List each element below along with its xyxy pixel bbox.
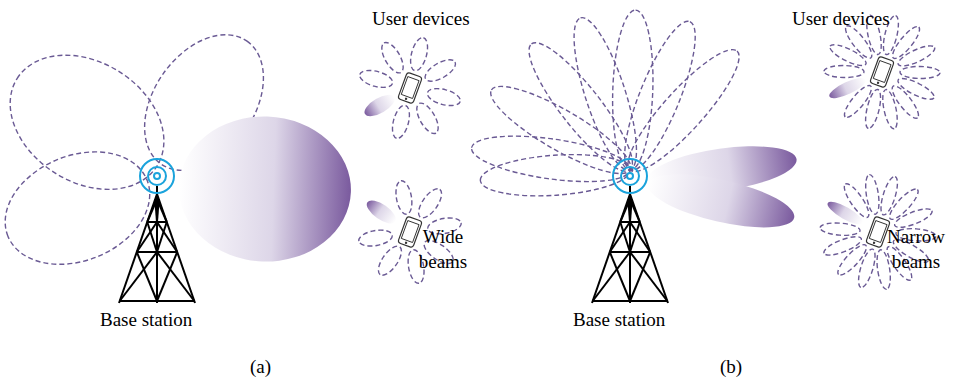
antenna-wave — [613, 159, 647, 193]
text-label: Base station — [573, 307, 665, 332]
tower-strut — [620, 222, 630, 252]
device-side-beam — [422, 56, 459, 86]
device-side-beam — [357, 228, 393, 249]
side-lobe — [562, 12, 649, 177]
device-side-beam — [822, 233, 864, 259]
device-side-beam — [834, 241, 870, 278]
base-station-tower — [119, 186, 195, 303]
phone-icon — [870, 56, 895, 88]
device-side-beam — [407, 36, 430, 73]
text-label: Wide beams — [408, 224, 478, 274]
tower-strut — [630, 222, 640, 252]
tower-strut — [147, 199, 157, 222]
user-device — [358, 36, 462, 140]
tower-strut — [620, 199, 630, 222]
base-station-tower — [592, 186, 668, 303]
device-side-beam — [394, 179, 415, 215]
device-side-beam — [841, 82, 876, 121]
device-side-beam — [878, 175, 901, 217]
antenna-wave — [621, 167, 639, 185]
antenna-wave — [148, 167, 166, 185]
tower-strut — [592, 194, 630, 303]
tower-strut — [630, 252, 650, 301]
tower-strut — [629, 186, 631, 303]
tower-strut — [157, 222, 167, 252]
device-side-beam — [888, 83, 922, 122]
main-beam — [643, 164, 799, 239]
tower-strut — [157, 199, 167, 222]
tower-strut — [120, 252, 157, 301]
phone-icon — [398, 72, 423, 104]
device-side-beam — [820, 222, 861, 237]
device-side-beam — [824, 65, 864, 77]
tower-strut — [137, 222, 157, 252]
device-side-beam — [378, 39, 408, 76]
device-main-beam — [361, 91, 398, 121]
device-side-beam — [900, 66, 940, 78]
tower-strut — [157, 222, 177, 252]
text-label: (a) — [250, 354, 271, 379]
device-side-beam — [863, 88, 884, 130]
device-side-beam — [896, 42, 937, 70]
device-side-beam — [358, 67, 395, 90]
tower-strut — [630, 222, 650, 252]
tower-strut — [610, 222, 630, 252]
tower-strut — [157, 252, 177, 301]
tower-strut — [137, 252, 157, 301]
device-side-beam — [414, 185, 446, 221]
tower-strut — [610, 252, 630, 301]
device-side-beam — [880, 88, 900, 130]
tower-strut — [630, 252, 667, 301]
device-side-beam — [389, 103, 412, 140]
device-side-beam — [374, 242, 406, 278]
device-main-beam — [363, 196, 399, 228]
tower-strut — [593, 252, 630, 301]
device-side-beam — [886, 185, 922, 222]
device-side-beam — [855, 247, 878, 289]
tower-strut — [147, 222, 157, 252]
side-lobe — [479, 150, 631, 200]
antenna-dot — [627, 173, 633, 179]
text-label: User devices — [792, 6, 890, 31]
side-lobe — [481, 73, 640, 188]
phone-icon — [398, 216, 423, 248]
device-side-beam — [425, 85, 462, 108]
antenna-wave — [140, 159, 174, 193]
text-label: (b) — [720, 354, 742, 379]
device-side-beam — [875, 249, 893, 290]
side-lobe — [469, 128, 633, 190]
side-lobe — [0, 28, 189, 217]
tower-strut — [119, 194, 157, 303]
device-side-beam — [413, 100, 443, 137]
main-beam — [176, 114, 353, 265]
side-lobe — [611, 14, 708, 177]
text-label: Narrow beams — [876, 224, 956, 274]
device-side-beam — [863, 174, 881, 215]
tower-strut — [630, 199, 640, 222]
tower-strut — [630, 194, 668, 303]
tower-strut — [157, 252, 194, 301]
wide-beam-pattern — [0, 12, 353, 284]
phone-icon — [866, 216, 891, 248]
device-side-beam — [889, 23, 924, 62]
text-label: User devices — [372, 6, 470, 31]
text-label: Base station — [100, 307, 192, 332]
user-device — [824, 14, 940, 130]
tower-strut — [156, 186, 158, 303]
tower-strut — [157, 194, 195, 303]
antenna-dot — [154, 173, 160, 179]
